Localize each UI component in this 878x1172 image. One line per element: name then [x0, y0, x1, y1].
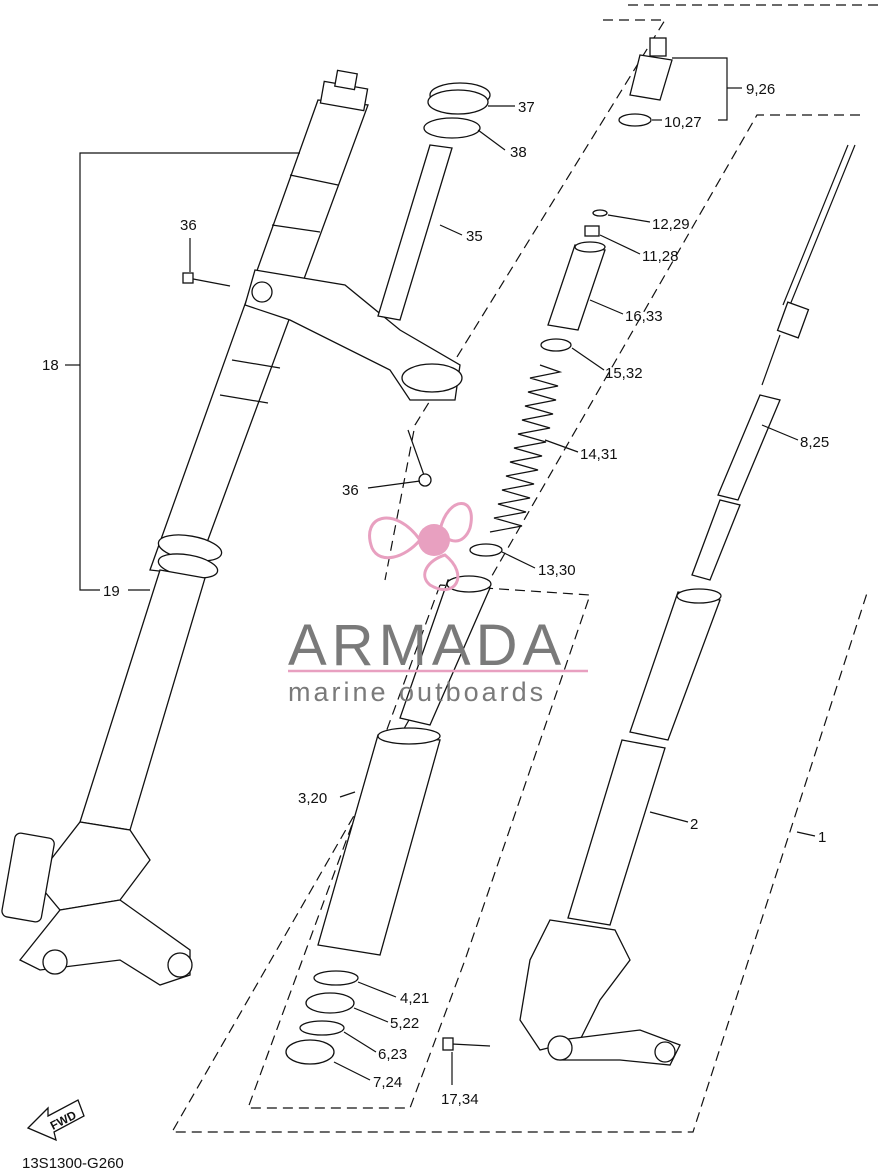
fork-spring [489, 364, 563, 533]
left-fork-assembly [1, 69, 463, 986]
callout-labels: 1 2 3,20 4,21 5,22 6,23 7,24 8,25 9,26 1… [42, 81, 829, 1108]
spring-seat [540, 338, 572, 352]
callout-35: 35 [466, 228, 483, 245]
cap-bolt-assembly [618, 37, 673, 127]
assembly-outline-upper [384, 4, 878, 581]
callout-38: 38 [510, 144, 527, 161]
callout-7-24: 7,24 [373, 1074, 402, 1091]
watermark-brand: ARMADA [288, 613, 566, 678]
callout-36-lower: 36 [342, 482, 359, 499]
washer-13-30 [469, 543, 503, 557]
watermark-tagline: marine outboards [288, 677, 546, 707]
assembly-outline-3-20 [247, 584, 591, 1109]
callout-18: 18 [42, 357, 59, 374]
damper-rod [691, 144, 856, 581]
callout-17-34: 17,34 [441, 1091, 479, 1108]
callout-14-31: 14,31 [580, 446, 618, 463]
bolt-36-lower [407, 429, 432, 487]
callout-2: 2 [690, 816, 698, 833]
callout-36-upper: 36 [180, 217, 197, 234]
assembly-outline-1 [170, 114, 869, 1133]
outer-tube [317, 575, 492, 956]
callout-12-29: 12,29 [652, 216, 690, 233]
spacer-tube [547, 241, 606, 331]
steering-stem [377, 82, 491, 321]
callout-19: 19 [103, 583, 120, 600]
callout-11-28: 11,28 [642, 248, 678, 265]
callout-3-20: 3,20 [298, 790, 327, 807]
callout-16-33: 16,33 [625, 308, 663, 325]
callout-9-26: 9,26 [746, 81, 775, 98]
fwd-arrow-icon: FWD [26, 1099, 85, 1142]
small-fittings [584, 209, 608, 237]
callout-5-22: 5,22 [390, 1015, 419, 1032]
callout-4-21: 4,21 [400, 990, 429, 1007]
leader-lines [65, 57, 816, 1085]
bolt-17-34 [442, 1037, 491, 1051]
callout-15-32: 15,32 [605, 365, 643, 382]
callout-13-30: 13,30 [538, 562, 576, 579]
lower-slider [519, 919, 681, 1066]
callout-8-25: 8,25 [800, 434, 829, 451]
inner-tube [567, 588, 722, 926]
watermark: ARMADA marine outboards [288, 502, 588, 707]
callout-37: 37 [518, 99, 535, 116]
seals-stack [285, 970, 359, 1065]
watermark-logo-icon [368, 502, 473, 592]
callout-10-27: 10,27 [664, 114, 702, 131]
callout-1: 1 [818, 829, 826, 846]
callout-6-23: 6,23 [378, 1046, 407, 1063]
diagram-id: 13S1300-G260 [22, 1155, 124, 1172]
